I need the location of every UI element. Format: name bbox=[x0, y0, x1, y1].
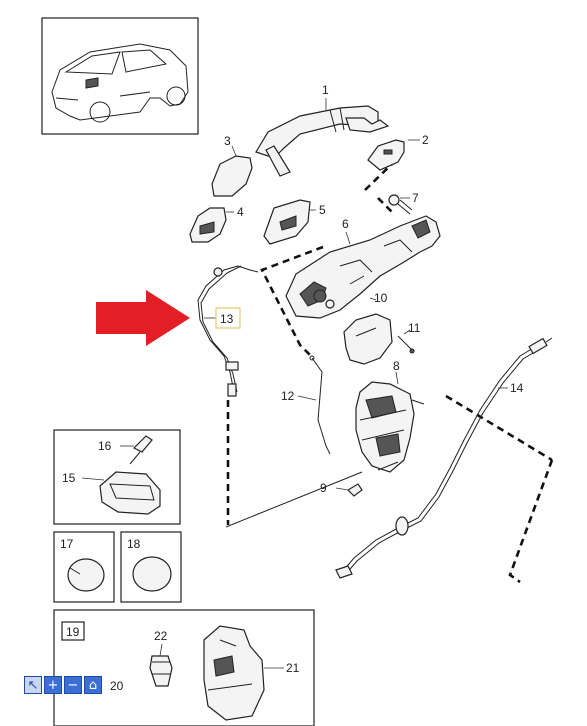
callout-20[interactable]: 20 bbox=[110, 679, 124, 693]
callout-19-box bbox=[61, 621, 85, 641]
callout-6[interactable]: 6 bbox=[342, 217, 349, 231]
zoom-out-button[interactable]: − bbox=[64, 676, 82, 694]
callout-7[interactable]: 7 bbox=[412, 191, 419, 205]
callout-19[interactable]: 19 bbox=[66, 625, 80, 639]
callout-18[interactable]: 18 bbox=[127, 537, 141, 551]
callout-1[interactable]: 1 bbox=[322, 83, 329, 97]
highlight-arrow bbox=[96, 290, 190, 346]
part-8-door-lock[interactable] bbox=[355, 381, 425, 473]
part-4-gasket[interactable] bbox=[189, 207, 227, 243]
callout-11[interactable]: 11 bbox=[408, 321, 421, 335]
part-14-cable[interactable] bbox=[335, 337, 553, 579]
callout-2[interactable]: 2 bbox=[422, 133, 429, 147]
callout-13-box bbox=[215, 307, 241, 329]
part-2-handle-bezel[interactable] bbox=[367, 139, 405, 171]
inset-box-18 bbox=[120, 531, 182, 603]
callout-3[interactable]: 3 bbox=[224, 134, 231, 148]
callout-22[interactable]: 22 bbox=[154, 629, 168, 643]
callout-5[interactable]: 5 bbox=[319, 203, 326, 217]
zoom-in-button[interactable]: + bbox=[44, 676, 62, 694]
pointer-icon: ↖ bbox=[27, 678, 39, 693]
part-6-handle-bracket[interactable] bbox=[285, 215, 441, 319]
callout-4[interactable]: 4 bbox=[237, 205, 244, 219]
vehicle-thumbnail bbox=[41, 17, 199, 135]
callout-13[interactable]: 13 bbox=[220, 312, 234, 326]
callout-12[interactable]: 12 bbox=[281, 389, 295, 403]
part-12-control-rod[interactable] bbox=[309, 355, 331, 455]
callout-15[interactable]: 15 bbox=[62, 471, 76, 485]
callout-21[interactable]: 21 bbox=[286, 661, 300, 675]
part-7-screw[interactable] bbox=[388, 194, 413, 215]
callout-10[interactable]: 10 bbox=[374, 291, 388, 305]
viewer-toolbar: ↖ + − ⌂ bbox=[24, 676, 102, 694]
door-outline bbox=[226, 163, 554, 584]
home-button[interactable]: ⌂ bbox=[84, 676, 102, 694]
callout-16[interactable]: 16 bbox=[98, 439, 112, 453]
part-11-pin[interactable] bbox=[397, 335, 415, 354]
inset-box-17 bbox=[53, 531, 115, 603]
part-9-screw[interactable] bbox=[347, 483, 363, 497]
leader-lines bbox=[81, 98, 508, 669]
zoom-out-icon: − bbox=[67, 678, 79, 693]
pointer-button[interactable]: ↖ bbox=[24, 676, 42, 694]
lower-connector-line bbox=[225, 471, 363, 528]
callout-17[interactable]: 17 bbox=[60, 537, 74, 551]
callout-9[interactable]: 9 bbox=[320, 481, 327, 495]
part-13-cable[interactable] bbox=[197, 265, 259, 397]
callout-14[interactable]: 14 bbox=[510, 381, 524, 395]
part-10-lock-cover[interactable] bbox=[343, 313, 393, 365]
part-3-cover-cap[interactable] bbox=[211, 155, 253, 197]
part-5-gasket[interactable] bbox=[263, 199, 311, 245]
callout-labels: 1 2 3 4 5 6 7 8 9 10 11 12 13 14 15 16 1… bbox=[60, 83, 524, 693]
callout-8[interactable]: 8 bbox=[393, 359, 400, 373]
part-1-outer-handle[interactable] bbox=[255, 105, 390, 177]
home-icon: ⌂ bbox=[88, 678, 98, 693]
zoom-in-icon: + bbox=[47, 678, 59, 693]
inset-box-15-16 bbox=[53, 429, 181, 525]
